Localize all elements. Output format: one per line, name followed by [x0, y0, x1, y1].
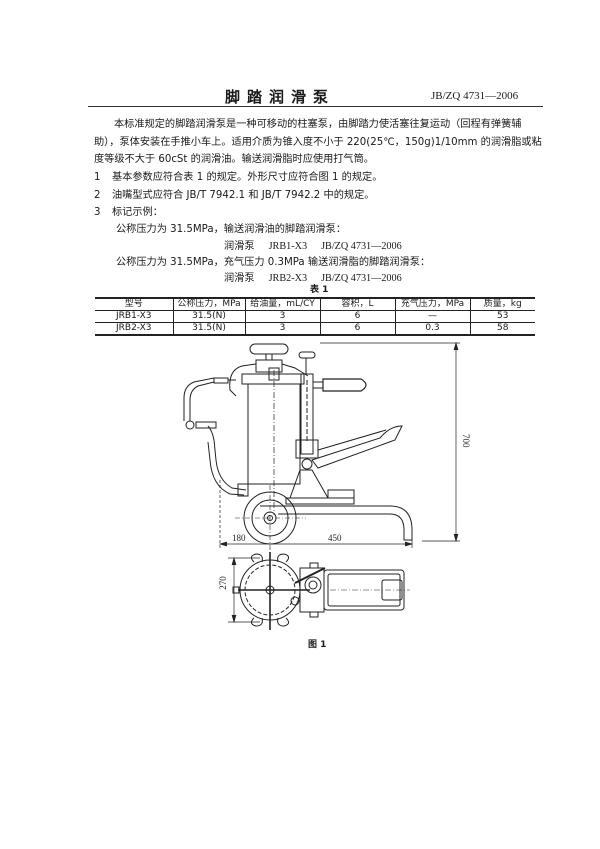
clause-2: 2 油嘴型式应符合 JB/T 7942.1 和 JB/T 7942.2 中的规定。 — [94, 186, 374, 201]
table-cell: — — [394, 310, 471, 323]
column-header: 公称压力，MPa — [172, 297, 246, 311]
length-dimension: 180 450 — [218, 480, 414, 548]
table-cell: 58 — [469, 322, 535, 336]
designation-standard: JB/ZQ 4731—2006 — [321, 273, 402, 284]
table-cell: 3 — [244, 322, 321, 336]
clause-text: 标记示例： — [112, 207, 163, 218]
table-cell: JRB1-X3 — [95, 310, 174, 323]
height-dimension: 700 — [320, 341, 470, 543]
table-row: JRB2-X3 31.5(N) 3 6 0.3 58 — [95, 322, 535, 336]
table-cell: 6 — [319, 310, 396, 323]
pump-drawing: 700 180 450 270 — [183, 341, 470, 630]
intro-paragraph: 本标准规定的脚踏润滑泵是一种可移动的柱塞泵，由脚踏力使活塞往复运动（回程有弹簧辅… — [94, 119, 542, 165]
side-view — [183, 343, 413, 552]
table-caption: 表 1 — [310, 285, 329, 295]
table-header-row: 型号 公称压力，MPa 给油量，mL/CY 容积，L 充气压力，MPa 质量，k… — [95, 297, 535, 311]
clause-number: 1 — [94, 172, 101, 183]
designation-model: JRB1-X3 — [268, 241, 308, 252]
header-rule — [88, 106, 543, 107]
designation-standard: JB/ZQ 4731—2006 — [321, 241, 402, 252]
example-1-designation: 润滑泵 JRB1-X3 JB/ZQ 4731—2006 — [224, 237, 402, 252]
clause-text: 基本参数应符合表 1 的规定。外形尺寸应符合图 1 的规定。 — [112, 172, 383, 183]
table-row: JRB1-X3 31.5(N) 3 6 — 53 — [95, 310, 535, 323]
dimension-700: 700 — [461, 434, 470, 448]
clause-number: 3 — [94, 207, 101, 218]
parameter-table: 型号 公称压力，MPa 给油量，mL/CY 容积，L 充气压力，MPa 质量，k… — [95, 297, 535, 336]
top-view — [232, 552, 410, 630]
clause-text: 油嘴型式应符合 JB/T 7942.1 和 JB/T 7942.2 中的规定。 — [112, 190, 375, 201]
designation-model: JRB2-X3 — [268, 273, 308, 284]
column-header: 充气压力，MPa — [394, 297, 471, 311]
table-cell: 31.5(N) — [172, 310, 246, 323]
example-1-description: 公称压力为 31.5MPa，输送润滑油的脚踏润滑泵： — [116, 224, 347, 235]
table-cell: 31.5(N) — [172, 322, 246, 336]
table-cell: 53 — [469, 310, 535, 323]
page-title: 脚踏润滑泵 — [225, 88, 336, 106]
dimension-450: 450 — [328, 533, 342, 543]
designation-name: 润滑泵 — [224, 241, 255, 252]
table-cell: 3 — [244, 310, 321, 323]
example-2-designation: 润滑泵 JRB2-X3 JB/ZQ 4731—2006 — [224, 269, 402, 284]
column-header: 型号 — [95, 297, 174, 311]
standard-number: JB/ZQ 4731—2006 — [431, 90, 519, 102]
designation-name: 润滑泵 — [224, 273, 255, 284]
dimension-270: 270 — [218, 576, 228, 590]
clause-1: 1 基本参数应符合表 1 的规定。外形尺寸应符合图 1 的规定。 — [94, 168, 382, 183]
column-header: 容积，L — [319, 297, 396, 311]
figure-caption: 图 1 — [308, 640, 327, 650]
column-header: 给油量，mL/CY — [244, 297, 321, 311]
example-2-description: 公称压力为 31.5MPa，充气压力 0.3MPa 输送润滑脂的脚踏润滑泵： — [116, 257, 431, 268]
clause-number: 2 — [94, 190, 101, 201]
column-header: 质量，kg — [469, 297, 535, 311]
clause-3: 3 标记示例： — [94, 203, 163, 218]
width-dimension: 270 — [218, 556, 260, 624]
dimension-180: 180 — [232, 533, 246, 543]
